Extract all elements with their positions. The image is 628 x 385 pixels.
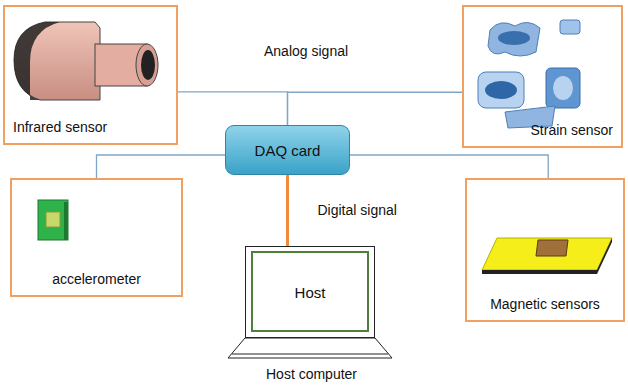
- analog-signal-line: [288, 92, 463, 125]
- analog-signal-line: [178, 92, 288, 125]
- digital-signal-line: [286, 175, 289, 246]
- laptop-icon: [228, 252, 392, 358]
- daq-card-box: DAQ card: [225, 125, 350, 175]
- signal-label: Analog signal: [264, 43, 348, 59]
- device-caption: Host computer: [266, 366, 357, 382]
- accelerometer-icon: [38, 200, 68, 240]
- infrared-sensor-icon: [14, 22, 158, 100]
- node-label: Host: [295, 284, 326, 301]
- node-label: Magnetic sensors: [490, 296, 600, 312]
- sensor-box: Infrared sensor: [3, 5, 178, 145]
- node-label: DAQ card: [255, 142, 321, 159]
- analog-signal-line: [97, 155, 226, 178]
- host-screen: Host: [245, 246, 375, 338]
- sensor-box: Strain sensor: [462, 5, 623, 148]
- magnetic-sensor-icon: [482, 238, 612, 274]
- sensor-box: accelerometer: [10, 178, 183, 297]
- signal-label: Digital signal: [316, 202, 399, 218]
- analog-signal-line: [350, 155, 548, 178]
- node-label: Infrared sensor: [13, 119, 107, 135]
- node-label: Strain sensor: [531, 122, 613, 138]
- node-label: accelerometer: [52, 271, 141, 287]
- strain-sensor-icon: [478, 20, 580, 128]
- sensor-box: Magnetic sensors: [465, 178, 625, 322]
